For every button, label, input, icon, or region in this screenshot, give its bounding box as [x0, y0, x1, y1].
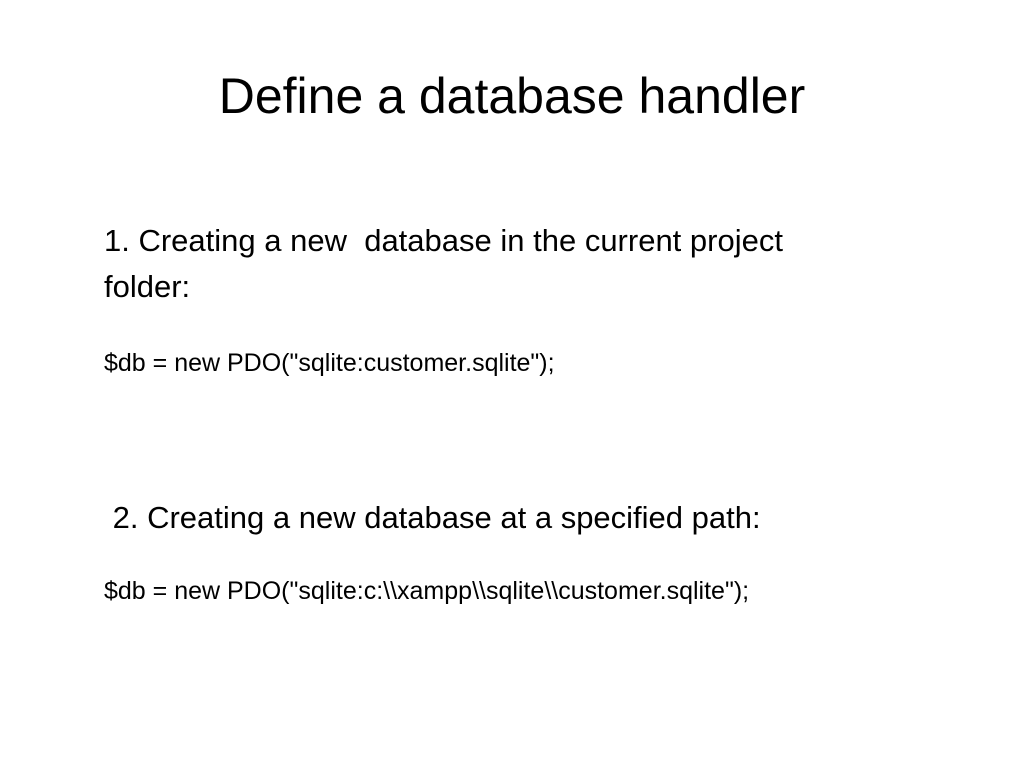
slide-title: Define a database handler [218, 68, 806, 124]
point-2: 2. Creating a new database at a specifie… [104, 500, 761, 535]
point-1-line-1: 1. Creating a new database in the curren… [104, 223, 783, 258]
code-example-1: $db = new PDO("sqlite:customer.sqlite"); [104, 349, 555, 377]
point-1: 1. Creating a new database in the curren… [104, 218, 783, 310]
code-example-2: $db = new PDO("sqlite:c:\\xampp\\sqlite\… [104, 577, 750, 605]
point-1-line-2: folder: [104, 269, 191, 304]
